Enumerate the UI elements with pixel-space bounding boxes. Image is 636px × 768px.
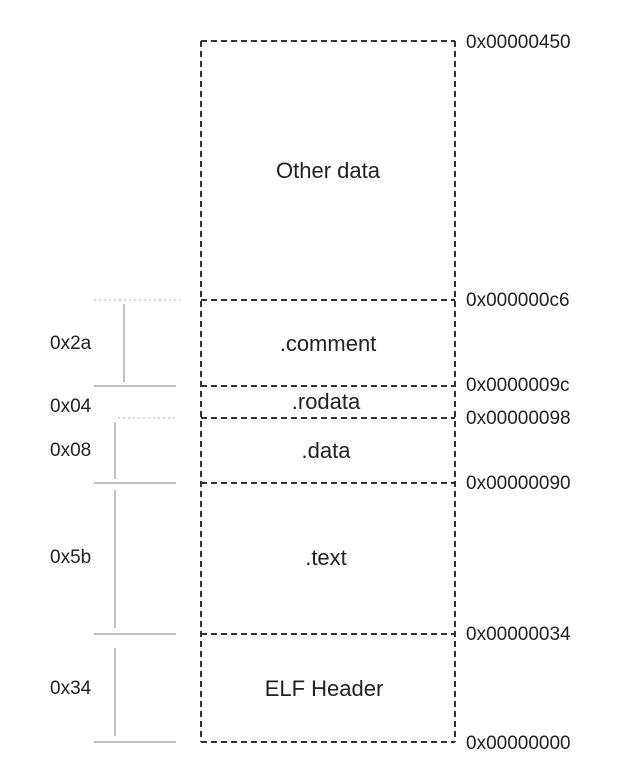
size-labels: 0x2a 0x04 0x08 0x5b 0x34	[50, 333, 92, 699]
size-spans	[114, 304, 125, 736]
size-label-comment: 0x2a	[50, 333, 92, 354]
address-0x9c: 0x0000009c	[466, 375, 570, 396]
size-label-elf-header: 0x34	[50, 678, 92, 699]
size-label-text: 0x5b	[50, 547, 91, 568]
size-label-rodata: 0x04	[50, 396, 92, 417]
memory-block	[200, 40, 456, 743]
address-0x34: 0x00000034	[466, 624, 571, 645]
address-0x450: 0x00000450	[466, 32, 571, 53]
section-elf-header: ELF Header	[265, 676, 384, 701]
size-ticks	[94, 299, 180, 743]
section-comment: .comment	[280, 331, 377, 356]
address-0x98: 0x00000098	[466, 408, 571, 429]
section-text: .text	[305, 545, 347, 570]
address-0x90: 0x00000090	[466, 473, 571, 494]
section-other-data: Other data	[276, 158, 381, 183]
address-labels: 0x00000450 0x000000c6 0x0000009c 0x00000…	[466, 32, 571, 754]
section-labels: Other data .comment .rodata .data .text …	[265, 158, 384, 701]
size-label-data: 0x08	[50, 440, 91, 461]
section-data: .data	[302, 438, 352, 463]
section-rodata: .rodata	[292, 389, 361, 414]
address-0xc6: 0x000000c6	[466, 290, 570, 311]
address-0x00: 0x00000000	[466, 733, 571, 754]
